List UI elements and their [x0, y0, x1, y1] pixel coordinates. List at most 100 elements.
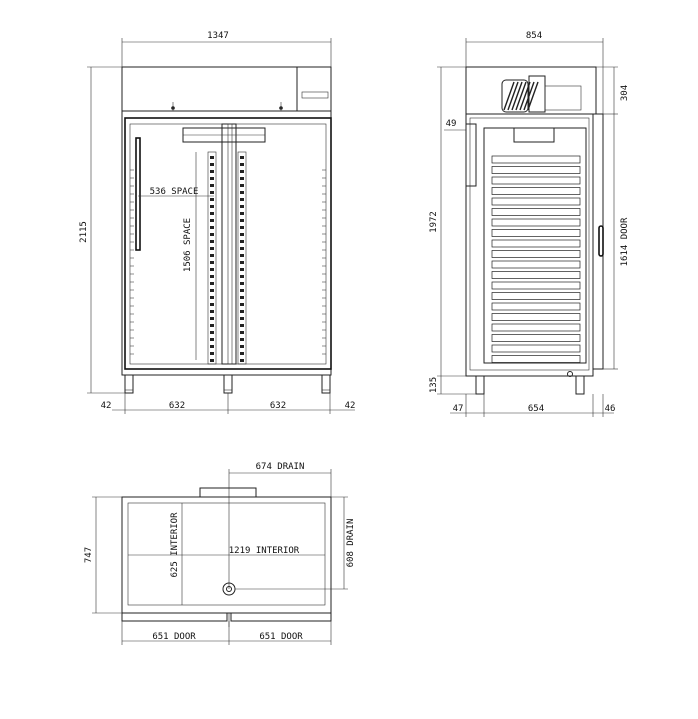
rail-slot	[210, 331, 214, 334]
side-unit-height-dimension: 304	[596, 66, 630, 115]
rail-slot	[210, 296, 214, 299]
rail-slot	[240, 310, 244, 313]
rail-slot	[210, 310, 214, 313]
rack-slat	[491, 323, 581, 332]
hatch-line	[519, 81, 531, 111]
plan-depth-label: 747	[84, 547, 94, 563]
vertical-space-label: 1506 SPACE	[183, 218, 193, 272]
rail-slot	[240, 163, 244, 166]
rail-slot	[240, 226, 244, 229]
front-bay-left-label: 632	[169, 401, 185, 411]
rail-slot	[210, 282, 214, 285]
rail-slot	[210, 352, 214, 355]
rack-slat	[491, 208, 581, 216]
front-view: 1347 2115 42 632 632 42 536 SPACE 1506 S…	[79, 31, 355, 414]
hatch-line	[515, 81, 527, 111]
rack-slat	[491, 187, 581, 195]
side-offset-label: 49	[446, 119, 457, 129]
rail-slot	[240, 324, 244, 327]
rail-slot	[210, 205, 214, 208]
rail-slot	[210, 317, 214, 320]
front-bay-right-label: 632	[270, 401, 286, 411]
rail-slot	[210, 261, 214, 264]
rack-slat	[491, 218, 581, 227]
rack-slat	[491, 166, 581, 174]
rail-slot	[240, 296, 244, 299]
rail-slot	[210, 191, 214, 194]
plan-interior-depth-dimension: 625 INTERIOR	[170, 503, 183, 605]
rail-slot	[210, 212, 214, 215]
back-offset-label: 47	[453, 404, 464, 414]
front-side-right-label: 42	[345, 401, 356, 411]
rail-slot	[210, 275, 214, 278]
side-body-height-dimension: 1972	[429, 66, 466, 377]
rail-slot	[240, 303, 244, 306]
tray-space-label: 536 SPACE	[150, 187, 199, 197]
rail-slot	[240, 205, 244, 208]
plan-door-dimensions: 651 DOOR 651 DOOR	[121, 621, 332, 645]
rack-slat	[491, 292, 581, 300]
plan-interior-width-label: 1219 INTERIOR	[229, 546, 300, 556]
hatch-line	[503, 81, 515, 111]
rack-slat	[491, 302, 581, 311]
rail-slot	[240, 198, 244, 201]
side-offset-dimension: 49	[444, 119, 466, 131]
rail-slot	[240, 156, 244, 159]
side-depth-label: 854	[526, 31, 542, 41]
door-right-label: 651 DOOR	[259, 632, 303, 642]
plan-drain-y-dimension: 608 DRAIN	[235, 496, 356, 590]
rail-slot	[240, 359, 244, 362]
plan-depth-dimension: 747	[84, 496, 122, 614]
rail-slot	[210, 219, 214, 222]
door-height-label: 1614 DOOR	[620, 217, 630, 266]
plan-drain-x-dimension: 674 DRAIN	[228, 462, 332, 589]
plan-interior-depth-label: 625 INTERIOR	[170, 512, 180, 578]
rack-slat	[491, 239, 581, 248]
door-depth-label: 46	[605, 404, 616, 414]
rack-slat	[491, 155, 581, 164]
rail-slot	[240, 240, 244, 243]
plan-interior-width-dimension: 1219 INTERIOR	[128, 546, 325, 556]
foot-height-dimension: 135	[429, 376, 476, 395]
foot-height-label: 135	[429, 377, 439, 393]
rail-slot	[210, 170, 214, 173]
rail-slot	[210, 156, 214, 159]
rack-slat	[491, 197, 581, 206]
rail-slot	[210, 226, 214, 229]
rail-slot	[240, 331, 244, 334]
rack-slat	[491, 260, 581, 269]
door-left-label: 651 DOOR	[152, 632, 196, 642]
rack-slat	[491, 355, 581, 363]
hatch-line	[507, 81, 519, 111]
door-height-dimension: 1614 DOOR	[603, 114, 630, 370]
plan-view: 674 DRAIN 747 625 INTERIOR 1219 INTERIOR…	[84, 462, 356, 645]
rack-slat	[491, 344, 581, 353]
rail-slot	[240, 338, 244, 341]
rail-slot	[210, 177, 214, 180]
rail-slot	[240, 282, 244, 285]
rack-slat	[491, 271, 581, 279]
side-view: 854 304 49 1972 1614 DOOR 135	[429, 31, 630, 417]
rack-slat	[491, 176, 581, 185]
rail-slot	[240, 247, 244, 250]
plan-drain-x-label: 674 DRAIN	[256, 462, 305, 472]
rail-slot	[210, 303, 214, 306]
rack-slat	[491, 334, 581, 342]
side-depth-dimension: 854	[465, 31, 604, 114]
front-height-label: 2115	[79, 221, 89, 243]
rack-slat	[491, 313, 581, 321]
front-width-label: 1347	[207, 31, 229, 41]
rail-slot	[240, 191, 244, 194]
front-internal-dimensions: 536 SPACE 1506 SPACE	[138, 152, 214, 360]
rack-slat	[491, 229, 581, 237]
rack-slat	[491, 250, 581, 258]
rail-slot	[210, 233, 214, 236]
rail-slot	[240, 212, 244, 215]
rail-slot	[210, 324, 214, 327]
side-unit-height-label: 304	[620, 85, 630, 101]
plan-drain-y-label: 608 DRAIN	[346, 519, 356, 568]
rail-slot	[240, 268, 244, 271]
rail-slot	[240, 219, 244, 222]
hatch-line	[511, 81, 523, 111]
